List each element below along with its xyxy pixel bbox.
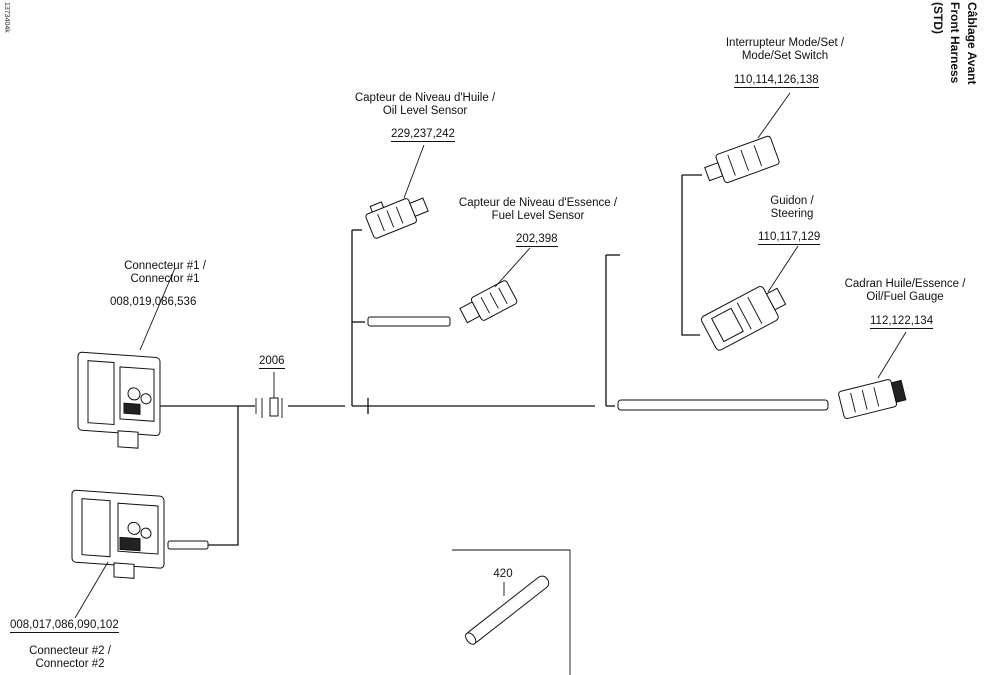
mode-switch-label: Interrupteur Mode/Set / Mode/Set Switch	[700, 37, 870, 63]
connector-2-label-fr: Connecteur #2 /	[29, 645, 111, 657]
oil-sensor-label: Capteur de Niveau d'Huile / Oil Level Se…	[330, 92, 520, 118]
fuel-sensor-label-fr: Capteur de Niveau d'Essence /	[458, 197, 618, 209]
gauge-label-fr: Cadran Huile/Essence /	[844, 278, 966, 290]
harness-sheath	[167, 316, 829, 550]
connector-2-drawing	[71, 489, 165, 579]
steering-drawing	[700, 286, 787, 351]
mode-switch-drawing	[704, 135, 780, 184]
title-line-1: Câblage Avant	[965, 2, 979, 85]
oil-sensor-label-fr: Capteur de Niveau d'Huile /	[354, 92, 496, 104]
title-line-2: Front Harness	[948, 2, 962, 84]
sleeve-420-refs: 420	[493, 568, 513, 580]
clip-2006	[255, 372, 283, 418]
oil-sensor-drawing	[365, 197, 429, 239]
connector-1-label-en: Connector #1	[130, 273, 200, 285]
steering-label-en: Steering	[770, 208, 814, 220]
oil-sensor-label-en: Oil Level Sensor	[382, 105, 468, 117]
connector-2-label: Connecteur #2 / Connector #2	[0, 645, 140, 671]
steering-label-fr: Guidon /	[770, 195, 814, 207]
connector-1-label: Connecteur #1 / Connector #1	[95, 260, 235, 286]
connector-2-label-en: Connector #2	[35, 658, 105, 670]
steering-refs: 110,117,129	[758, 231, 821, 245]
connector-1-refs: 008,019,086,536	[110, 296, 197, 308]
steering-label: Guidon / Steering	[742, 195, 842, 221]
drawing-id: 1373404k	[3, 2, 10, 33]
mode-switch-refs: 110,114,126,138	[734, 74, 819, 88]
gauge-label: Cadran Huile/Essence / Oil/Fuel Gauge	[825, 278, 985, 304]
sleeve-420-drawing	[452, 549, 571, 675]
clip-2006-refs: 2006	[259, 355, 285, 369]
connector-1-label-fr: Connecteur #1 /	[124, 260, 206, 272]
main-harness	[160, 174, 702, 546]
connector-1-drawing	[77, 351, 161, 449]
mode-switch-label-fr: Interrupteur Mode/Set /	[725, 37, 845, 49]
diagram-title: Câblage Avant	[965, 2, 979, 85]
gauge-label-en: Oil/Fuel Gauge	[866, 291, 944, 303]
gauge-refs: 112,122,134	[870, 315, 934, 329]
fuel-sensor-label-en: Fuel Level Sensor	[491, 210, 585, 222]
mode-switch-label-en: Mode/Set Switch	[741, 50, 829, 62]
oil-sensor-refs: 229,237,242	[391, 128, 455, 142]
gauge-drawing	[838, 379, 907, 420]
fuel-sensor-drawing	[459, 280, 518, 324]
fuel-sensor-refs: 202,398	[516, 233, 558, 247]
diagram-variant: (STD)	[931, 2, 945, 34]
fuel-sensor-label: Capteur de Niveau d'Essence / Fuel Level…	[438, 197, 638, 223]
title-line-3: (STD)	[931, 2, 945, 34]
connector-2-refs: 008,017,086,090,102	[10, 619, 119, 633]
diagram-subtitle: Front Harness	[948, 2, 962, 84]
